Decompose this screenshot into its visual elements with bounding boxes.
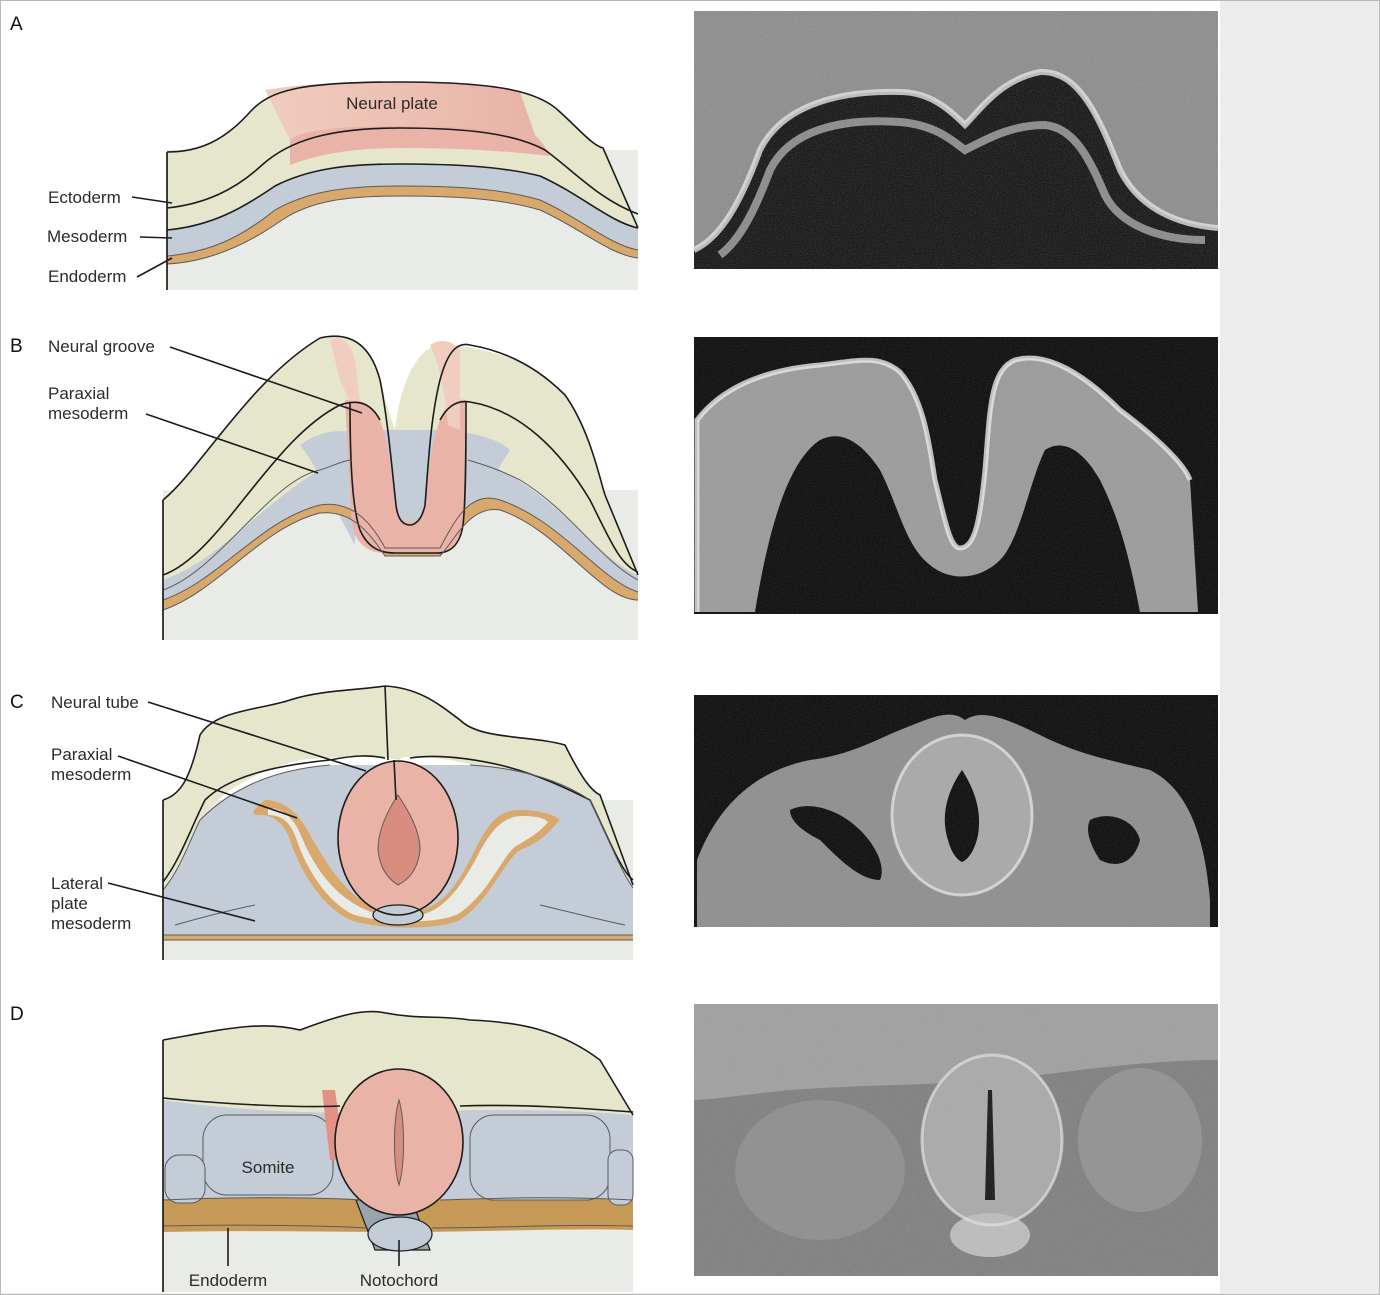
label-paraxial-b-1: Paraxial — [48, 384, 109, 403]
diagram-b — [163, 336, 638, 640]
label-endoderm-d: Endoderm — [189, 1271, 267, 1290]
micrograph-a — [694, 11, 1218, 269]
diagram-d — [163, 1012, 633, 1292]
label-paraxial-b-2: mesoderm — [48, 404, 128, 423]
notochord-d — [368, 1217, 432, 1251]
label-lateral-1: Lateral — [51, 874, 103, 893]
leader-mesoderm — [140, 237, 172, 238]
diagram-a — [167, 82, 638, 290]
label-paraxial-c-2: mesoderm — [51, 765, 131, 784]
somite-left — [203, 1115, 333, 1195]
micrograph-b — [694, 337, 1218, 614]
label-notochord: Notochord — [360, 1271, 438, 1290]
panel-letter-d: D — [10, 1004, 24, 1025]
panel-letter-c: C — [10, 692, 24, 713]
micrograph-d — [694, 1004, 1218, 1276]
label-neural-tube: Neural tube — [51, 693, 139, 712]
label-ectoderm: Ectoderm — [48, 188, 121, 207]
label-mesoderm: Mesoderm — [47, 227, 127, 246]
micrograph-c — [694, 695, 1218, 927]
label-neural-groove: Neural groove — [48, 337, 155, 356]
panel-letter-a: A — [10, 14, 23, 35]
label-paraxial-c-1: Paraxial — [51, 745, 112, 764]
panel-c: C Neural — [10, 686, 1218, 960]
panel-a: A Neural plate Ectoderm Mesoderm End — [10, 11, 1218, 290]
somite-right — [470, 1115, 610, 1200]
leader-ectoderm — [132, 197, 172, 203]
panel-b: B Neural groove — [10, 336, 1218, 640]
panel-d: D Somite — [10, 1004, 1218, 1292]
diagram-c — [163, 686, 633, 960]
label-lateral-3: mesoderm — [51, 914, 131, 933]
label-endoderm: Endoderm — [48, 267, 126, 286]
label-lateral-2: plate — [51, 894, 88, 913]
label-neural-plate: Neural plate — [346, 94, 438, 113]
label-somite: Somite — [242, 1158, 295, 1177]
panel-letter-b: B — [10, 336, 23, 357]
